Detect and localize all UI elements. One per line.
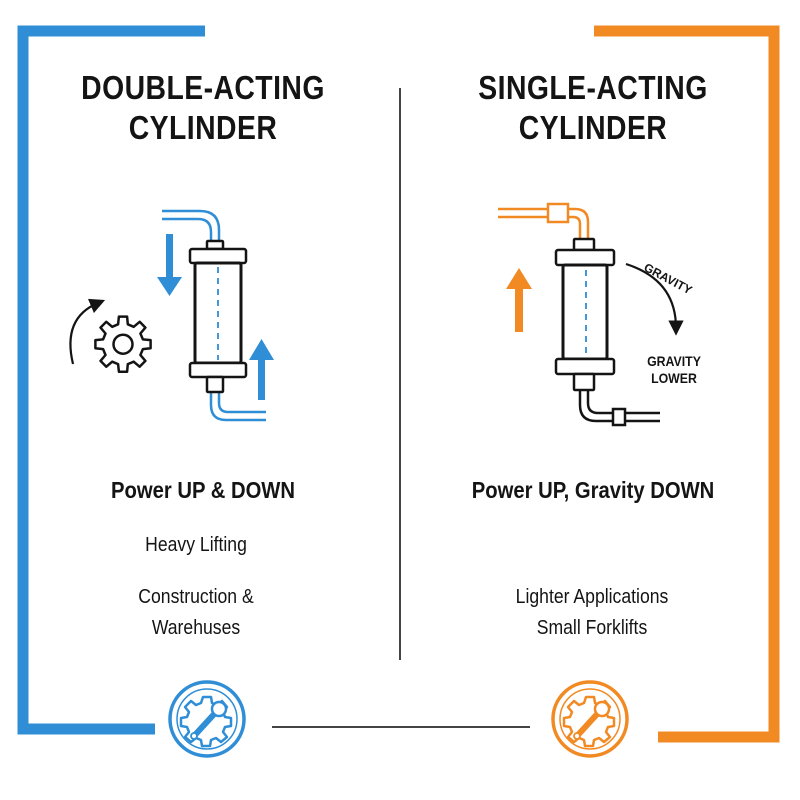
left-title: DOUBLE-ACTING CYLINDER [81, 68, 325, 148]
left-frame-bracket [17, 25, 205, 735]
right-title: SINGLE-ACTING CYLINDER [478, 68, 707, 148]
left-use-2: Construction & Warehuses [138, 582, 253, 644]
cylinder-icon [188, 239, 248, 394]
left-headline: Power UP & DOWN [110, 477, 296, 503]
gravity-lower-line1: GRAVITY [647, 353, 701, 369]
gear-icon [94, 315, 152, 374]
right-cylinder-diagram [498, 202, 684, 427]
gravity-lower-line2: LOWER [651, 370, 697, 386]
right-uses: Lighter Applications Small Forklifts [516, 582, 669, 644]
down-arrow-icon [157, 234, 182, 296]
right-use-2: Small Forklifts [536, 617, 648, 639]
right-headline: Power UP, Gravity DOWN [471, 477, 715, 503]
curved-arrow-icon [625, 262, 684, 336]
up-arrow-icon [506, 268, 532, 332]
right-title-line1: SINGLE-ACTING [478, 69, 708, 106]
left-use-1: Heavy Lifting [145, 534, 247, 556]
pipe-fitting [546, 202, 570, 224]
left-use-2-line1: Construction & [138, 586, 254, 608]
right-title-line2: CYLINDER [518, 109, 668, 146]
gear-wrench-icon [168, 680, 246, 758]
gravity-lower-label: GRAVITY LOWER [647, 353, 701, 387]
gravity-curve-label: GRAVITY [642, 260, 695, 297]
pipe-fitting [611, 407, 627, 427]
rotation-arrow-icon [69, 298, 106, 365]
left-cylinder-diagram [69, 209, 274, 422]
cylinder-icon [554, 237, 616, 392]
gear-wrench-icon [551, 680, 629, 758]
left-title-line2: CYLINDER [128, 109, 278, 146]
left-use-2-line2: Warehuses [151, 617, 241, 639]
right-use-1: Lighter Applications [515, 586, 669, 608]
right-frame-bracket [594, 25, 780, 743]
up-arrow-icon [249, 339, 274, 400]
left-title-line1: DOUBLE-ACTING [81, 69, 325, 106]
